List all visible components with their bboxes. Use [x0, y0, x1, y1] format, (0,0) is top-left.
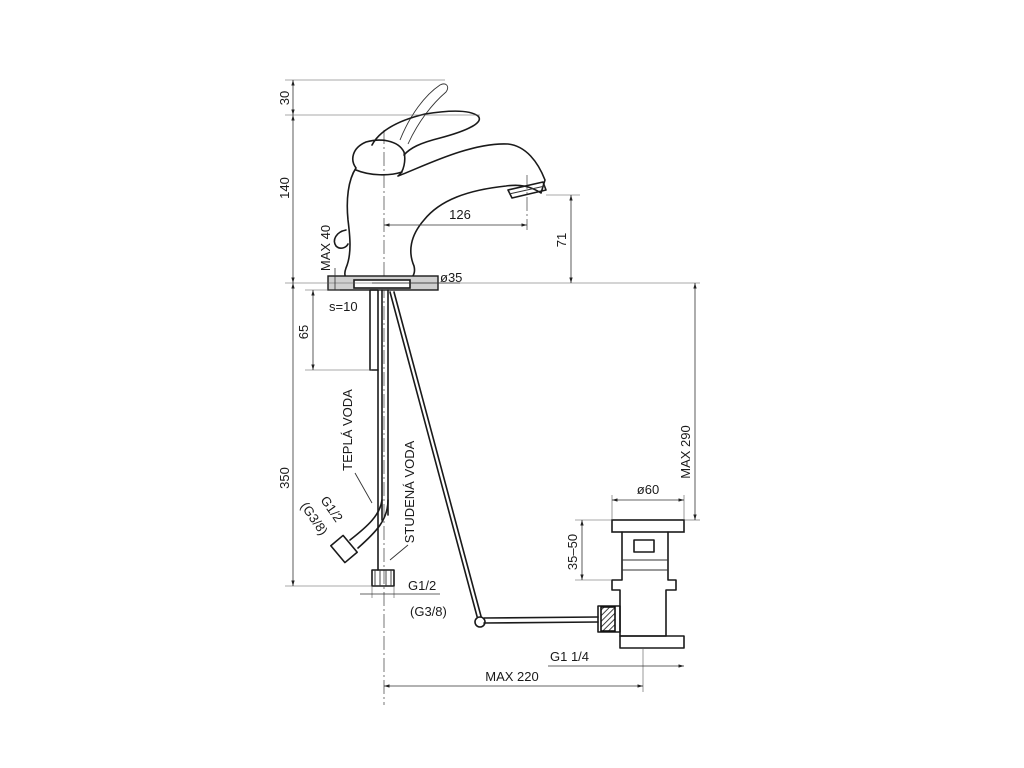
body-cap-line	[355, 169, 403, 176]
lever-handle	[371, 110, 481, 156]
dim-350-label: 350	[277, 467, 292, 489]
drain-lever-stub	[333, 229, 349, 249]
drain-tail	[619, 635, 685, 649]
dim-max290-label: MAX 290	[678, 425, 693, 478]
g114-label: G1 1/4	[550, 649, 589, 664]
studena-voda-leader	[389, 544, 409, 561]
dim-71-label: 71	[554, 233, 569, 247]
dim-65-label: 65	[296, 325, 311, 339]
dim-max40-label: MAX 40	[318, 225, 333, 271]
hot-hose-nut	[330, 534, 358, 564]
horizontal-rod-b	[483, 621, 599, 624]
drain-knob-body	[597, 605, 621, 633]
drain-plug-window	[633, 539, 655, 553]
mounting-stud	[369, 289, 379, 371]
horizontal-rod-a	[483, 616, 599, 619]
dim-dia60-label: ø60	[637, 482, 659, 497]
tepla-voda-label: TEPLÁ VODA	[340, 389, 355, 471]
cold-hose-nut	[371, 569, 395, 587]
popup-rod-b	[393, 291, 483, 621]
dim-max220-label: MAX 220	[485, 669, 538, 684]
dim-30-label: 30	[277, 91, 292, 105]
dim-126-label: 126	[449, 207, 471, 222]
dim-s10-label: s=10	[329, 299, 358, 314]
popup-rod-a	[389, 291, 479, 621]
g12-right-label: G1/2	[408, 578, 436, 593]
faucet-body	[344, 139, 546, 283]
dim-140-label: 140	[277, 177, 292, 199]
spout-tip	[507, 181, 547, 199]
popup-rod-joint	[474, 616, 486, 628]
escutcheon-base	[353, 279, 411, 289]
tepla-voda-leader	[354, 472, 373, 504]
aerator-line	[508, 185, 546, 195]
drain-knurled-knob	[600, 606, 616, 632]
dim-3550-label: 35–50	[565, 534, 580, 570]
drain-flange	[611, 519, 685, 533]
hot-hose-bend	[349, 499, 389, 549]
g38-right-label: (G3/8)	[410, 604, 447, 619]
drain-body	[611, 531, 677, 637]
studena-voda-label: STUDENÁ VODA	[402, 440, 417, 543]
dim-dia35-label: ø35	[440, 270, 462, 285]
